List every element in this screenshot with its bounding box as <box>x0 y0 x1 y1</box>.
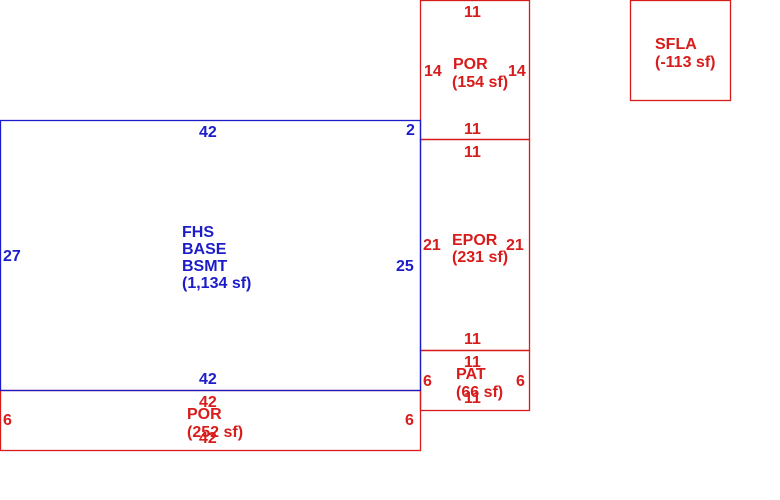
main-label-line-1: FHS <box>182 224 214 241</box>
por-bottom-dim-bottom: 42 <box>199 430 217 447</box>
main-area-outline <box>0 119 422 392</box>
por-bottom-dim-top: 42 <box>199 394 217 411</box>
pat-area: (66 sf) <box>456 384 503 401</box>
epor-dim-top: 11 <box>464 144 481 161</box>
pat-dim-right: 6 <box>516 373 525 390</box>
main-dim-top: 42 <box>199 124 217 141</box>
main-dim-bottom: 42 <box>199 371 217 388</box>
sfla-name: SFLA <box>655 36 697 53</box>
pat-dim-bottom: 11 <box>464 390 481 407</box>
sfla-area: (-113 sf) <box>655 54 715 71</box>
main-dim-left: 27 <box>3 248 21 265</box>
por-top-area: (154 sf) <box>452 74 508 91</box>
por-top-dim-right: 14 <box>508 63 526 80</box>
pat-name: PAT <box>456 366 486 383</box>
main-dim-right: 25 <box>396 258 414 275</box>
por-bottom-dim-right: 6 <box>405 412 414 429</box>
por-top-dim-top: 11 <box>464 4 481 21</box>
epor-dim-left: 21 <box>423 237 441 254</box>
main-area-sf: (1,134 sf) <box>182 275 251 292</box>
main-label-line-3: BSMT <box>182 258 228 275</box>
epor-dim-right: 21 <box>506 237 524 254</box>
pat-dim-left: 6 <box>423 373 432 390</box>
main-dim-top-right: 2 <box>406 122 415 139</box>
por-top-dim-left: 14 <box>424 63 442 80</box>
por-bottom-area: (252 sf) <box>187 424 243 441</box>
pat-dim-top: 11 <box>464 354 481 371</box>
por-bottom-name: POR <box>187 406 222 423</box>
epor-dim-bottom: 11 <box>464 331 481 348</box>
por-top-name: POR <box>453 56 488 73</box>
por-top-dim-bottom: 11 <box>464 121 481 138</box>
sfla-outline <box>629 0 732 102</box>
epor-area: (231 sf) <box>452 249 508 266</box>
main-label-line-2: BASE <box>182 241 227 258</box>
por-bottom-dim-left: 6 <box>3 412 12 429</box>
epor-name: EPOR <box>452 232 498 249</box>
